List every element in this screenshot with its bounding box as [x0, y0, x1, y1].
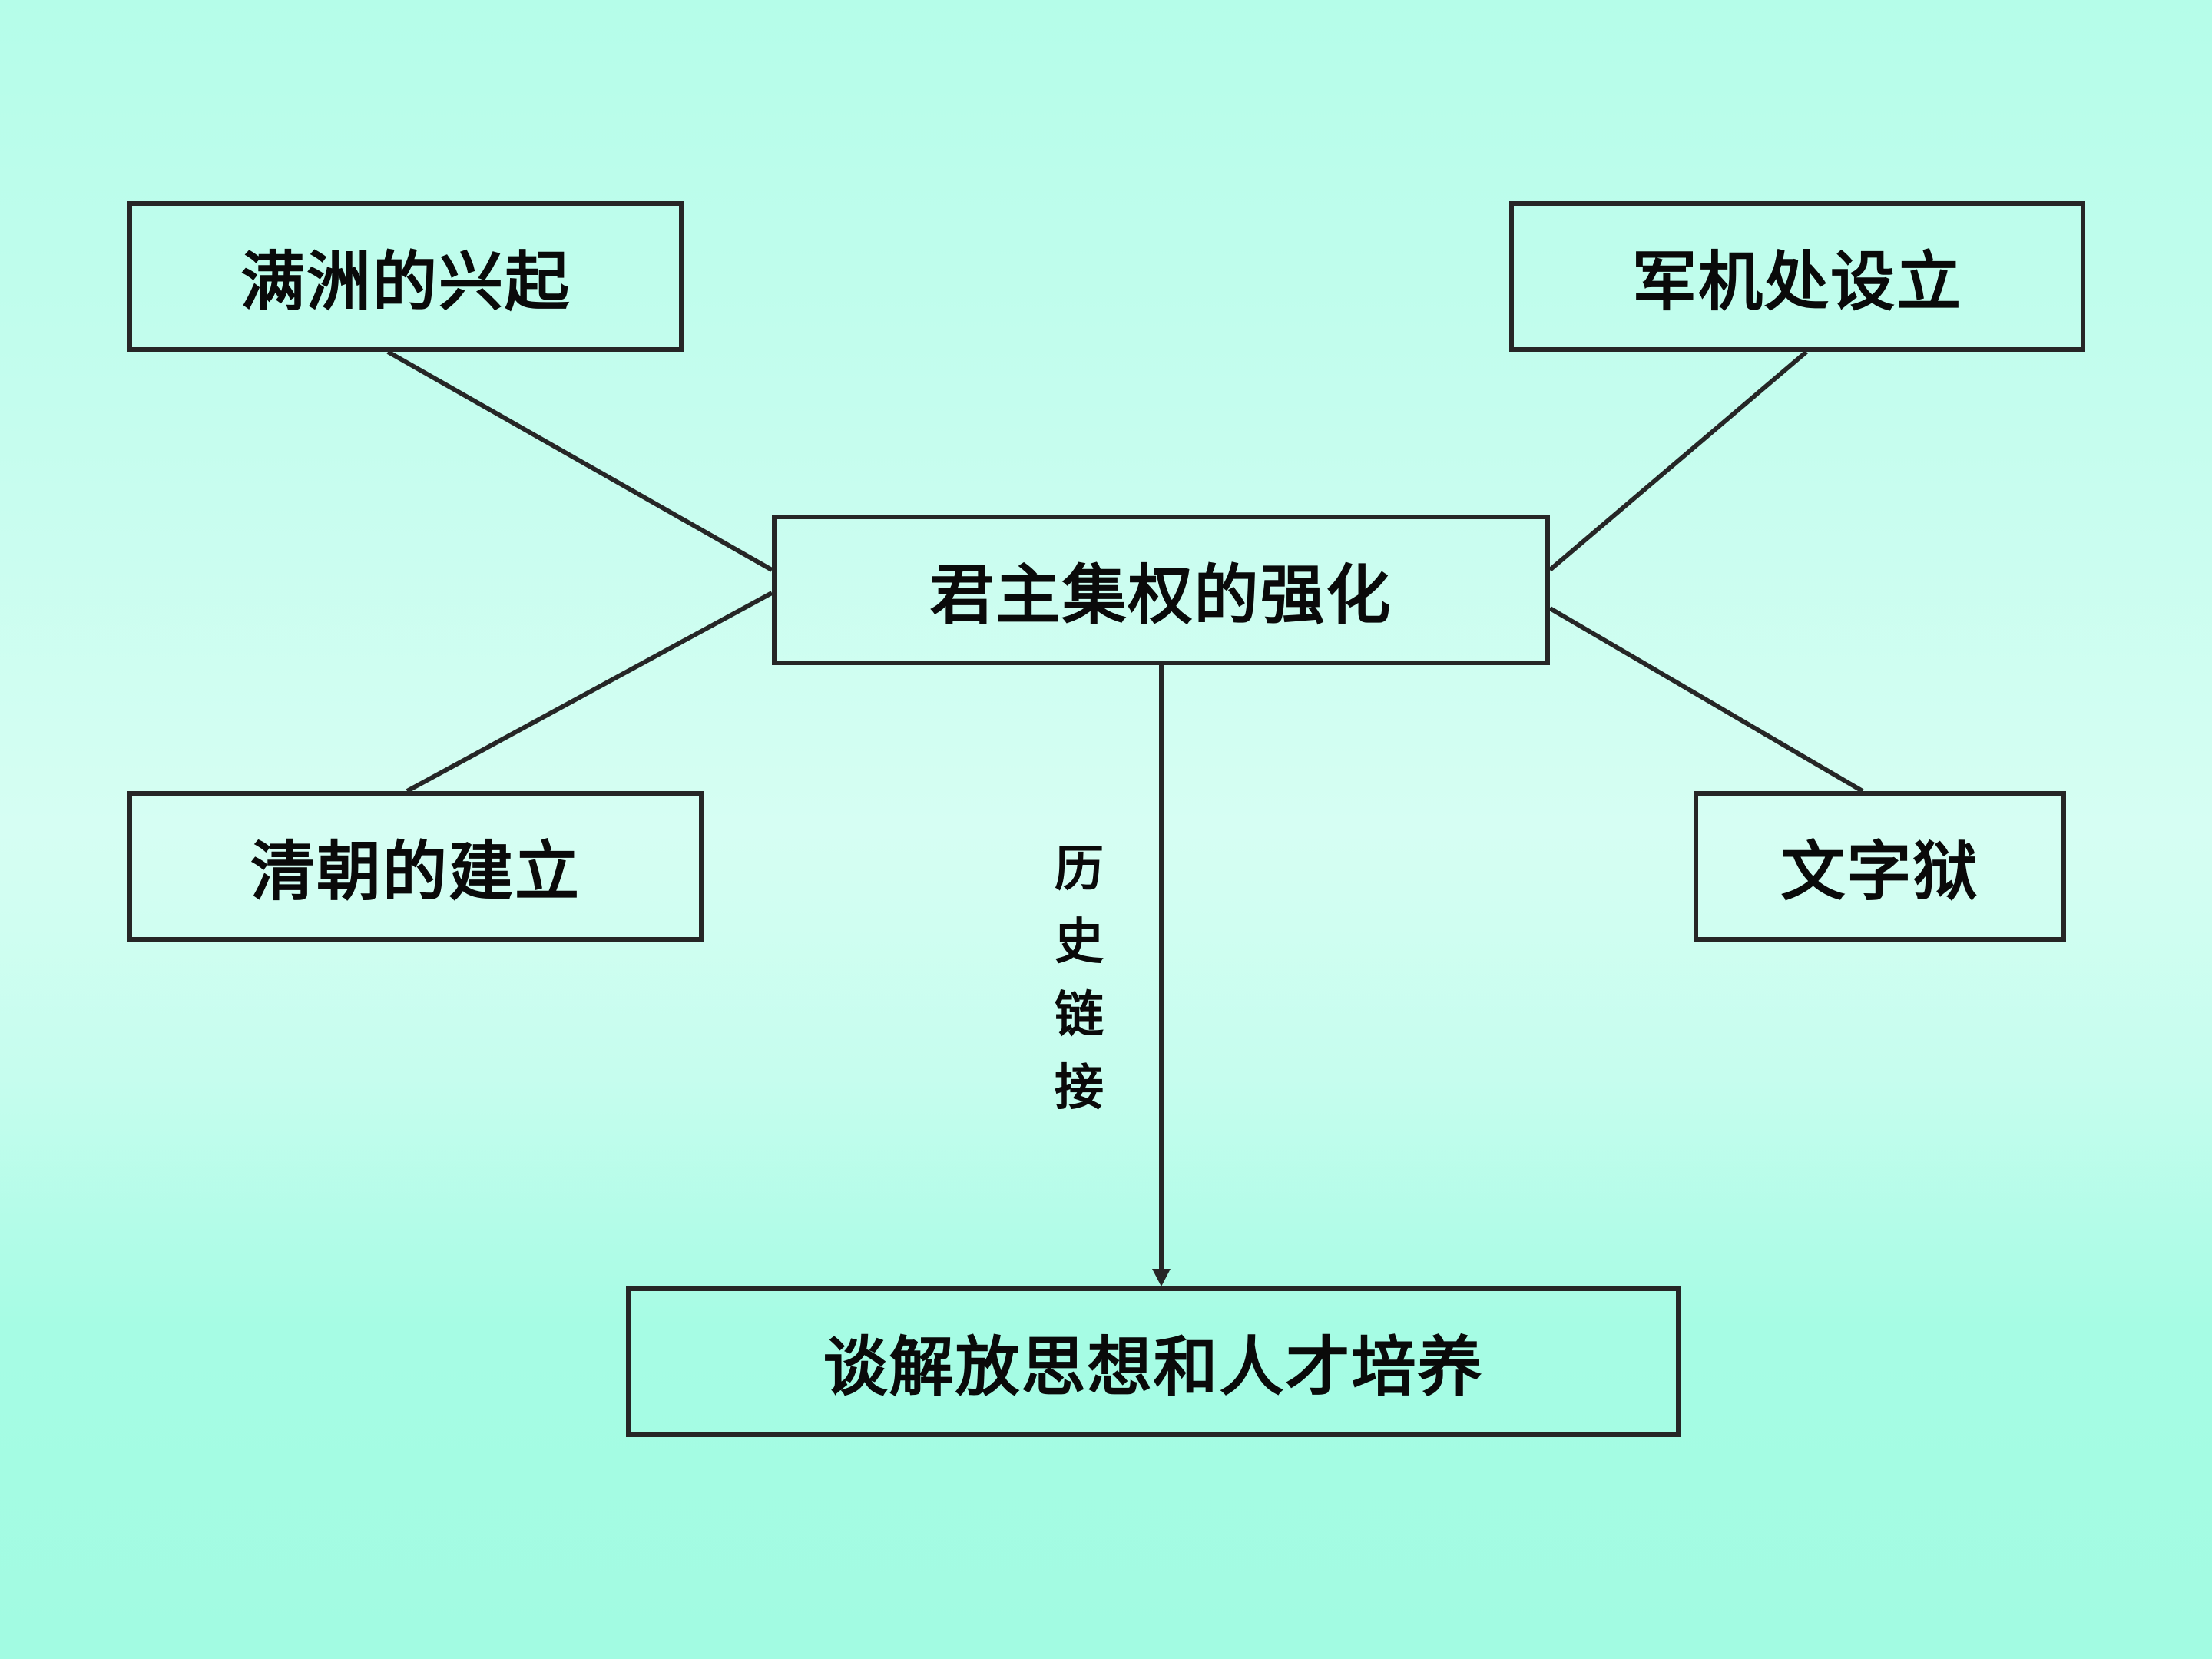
history-link-char: 历 — [1055, 841, 1104, 898]
history-link-char: 链 — [1055, 987, 1104, 1044]
history-link-label: 历 史 链 接 — [1041, 833, 1118, 1125]
line-bottom-right — [1548, 606, 1864, 793]
history-link-char: 史 — [1055, 914, 1104, 971]
node-manchu-rise: 满洲的兴起 — [127, 201, 684, 352]
line-bottom-left — [406, 591, 773, 793]
node-literary-inquisition: 文字狱 — [1694, 791, 2066, 942]
node-bottom-discussion: 谈解放思想和人才培养 — [626, 1286, 1681, 1437]
node-grand-council: 军机处设立 — [1509, 201, 2085, 352]
line-top-right — [1548, 349, 1808, 572]
history-link-char: 接 — [1055, 1060, 1104, 1117]
arrowhead — [1152, 1269, 1171, 1286]
node-center-autocracy: 君主集权的强化 — [772, 515, 1550, 665]
line-top-left — [386, 349, 773, 572]
node-qing-founding: 清朝的建立 — [127, 791, 704, 942]
